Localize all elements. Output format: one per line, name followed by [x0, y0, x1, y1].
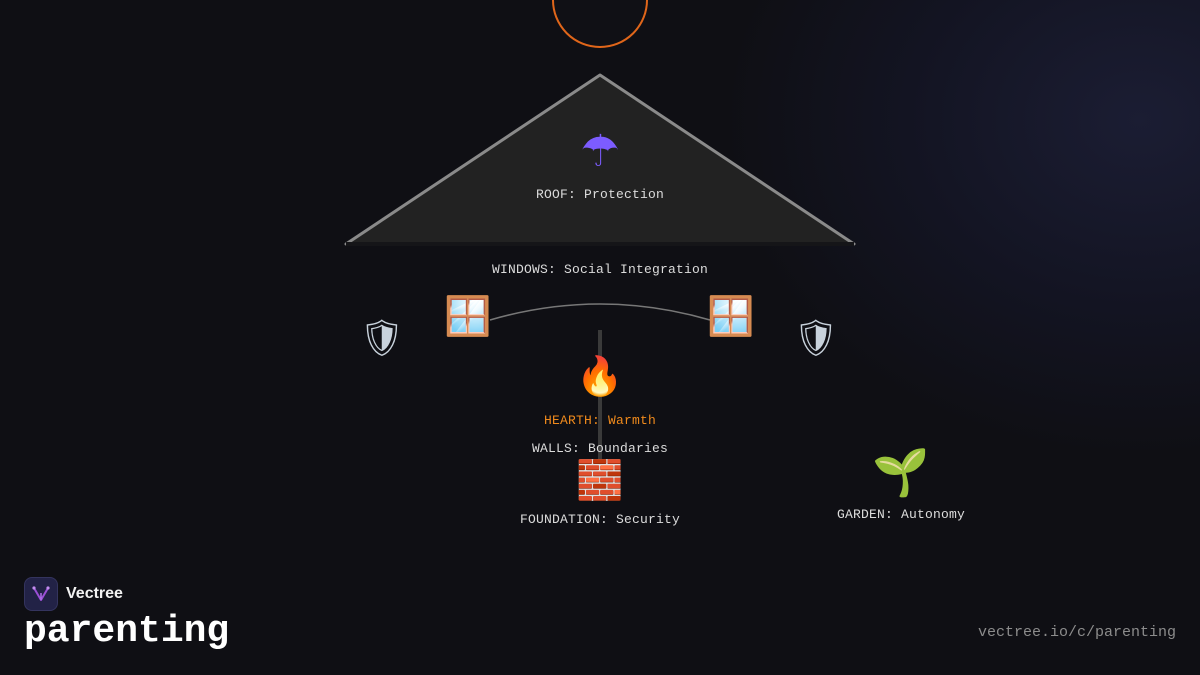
windows-arc: [489, 303, 711, 321]
walls-label: WALLS: Boundaries: [531, 441, 669, 456]
windows-label: WINDOWS: Social Integration: [491, 262, 709, 277]
fire-icon: 🔥: [576, 354, 624, 398]
vectree-logo-icon: [24, 577, 58, 611]
umbrella-icon: ☂: [580, 126, 620, 177]
brand: Vectree: [24, 577, 123, 611]
foundation-label: FOUNDATION: Security: [519, 512, 681, 527]
garden-label: GARDEN: Autonomy: [836, 507, 966, 522]
hearth-label: HEARTH: Warmth: [543, 413, 657, 428]
page-url[interactable]: vectree.io/c/parenting: [977, 624, 1176, 641]
brand-name: Vectree: [66, 585, 123, 602]
window-icon-right: 🪟: [707, 294, 755, 338]
window-icon-left: 🪟: [444, 294, 492, 338]
shield-icon-right: 🛡: [793, 318, 839, 359]
brick-icon: 🧱: [576, 458, 624, 502]
sun-circle: [552, 0, 648, 48]
shield-icon-left: 🛡: [359, 318, 405, 359]
roof-label: ROOF: Protection: [535, 187, 665, 202]
seedling-icon: 🌱: [872, 445, 930, 499]
topic-title: parenting: [24, 610, 230, 653]
